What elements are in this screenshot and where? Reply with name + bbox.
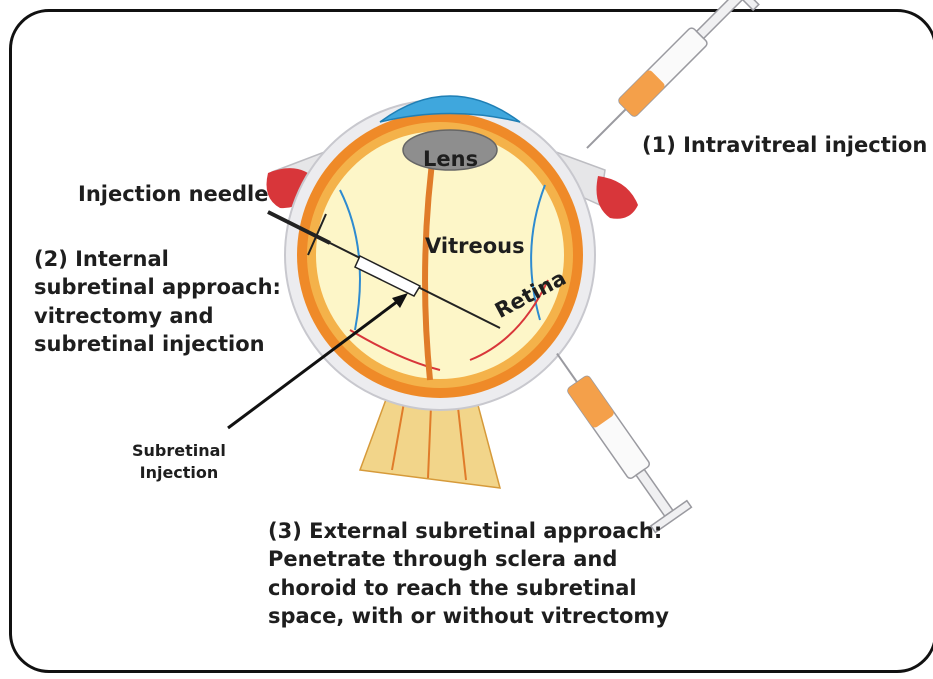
intravitreal-label: (1) Intravitreal injection [642,131,927,159]
subretinal-injection-label: Subretinal Injection [132,440,226,483]
syringe-icon [539,341,691,533]
external-approach-label: (3) External subretinal approach: Penetr… [268,517,669,630]
internal-approach-label: (2) Internal subretinal approach: vitrec… [34,245,281,358]
lens-label: Lens [423,145,478,173]
injection-needle-label: Injection needle [78,180,269,208]
vitreous-label: Vitreous [425,232,525,260]
